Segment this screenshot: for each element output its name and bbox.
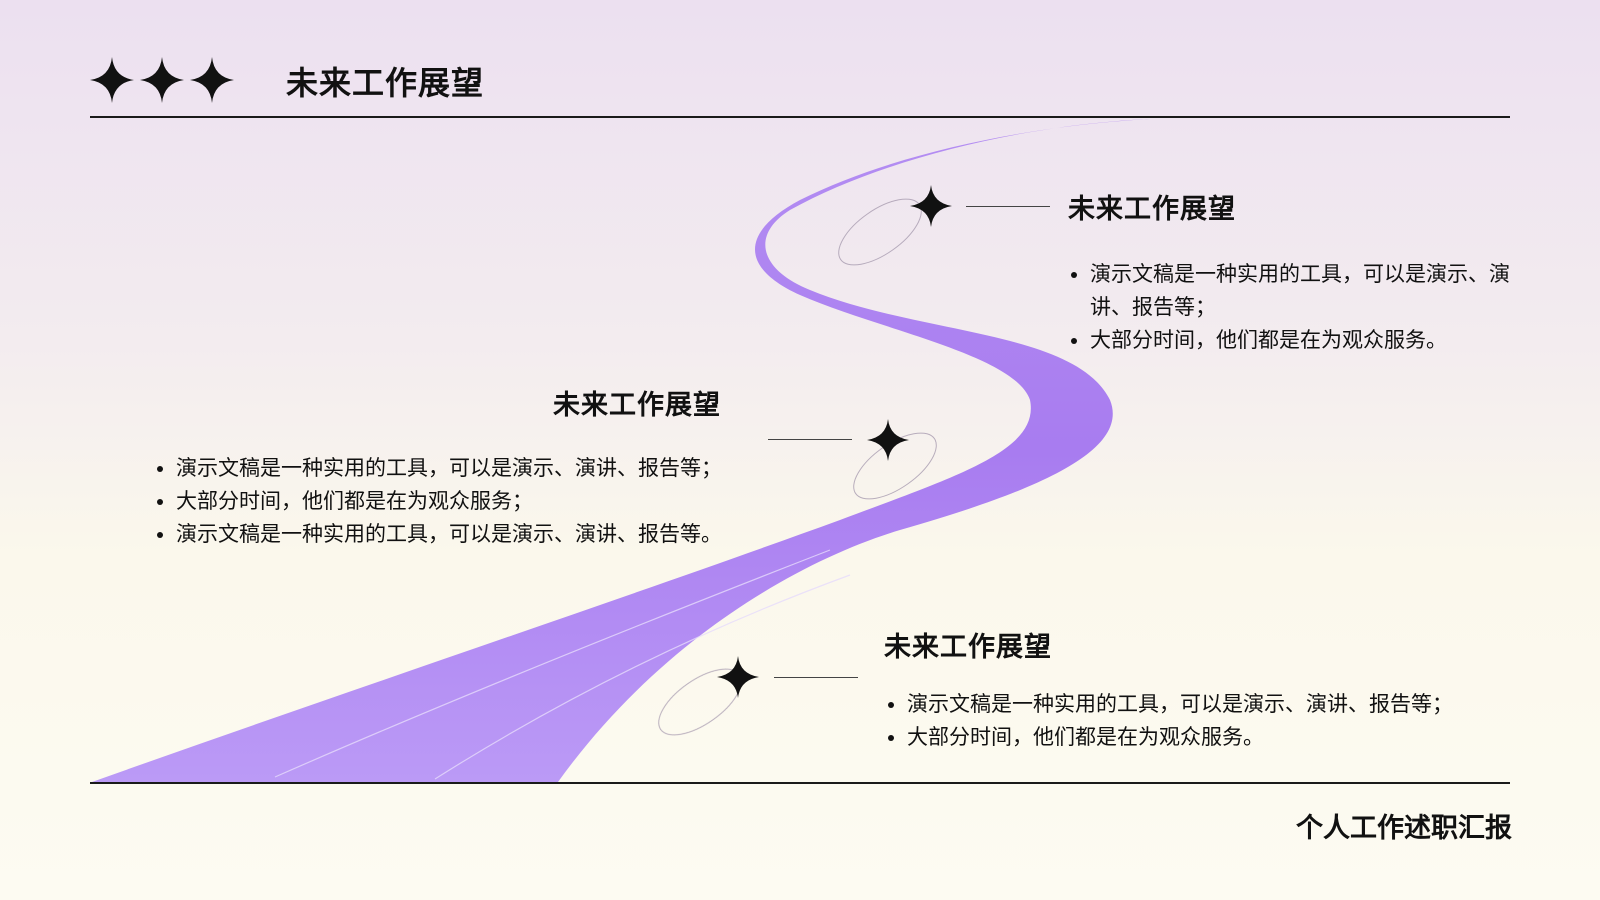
- top-divider: [90, 116, 1510, 118]
- milestone-star-icon-2: [867, 419, 909, 461]
- bottom-divider: [90, 782, 1510, 784]
- road-shape: [92, 119, 1150, 782]
- bullet-item: 大部分时间，他们都是在为观众服务；: [176, 485, 796, 518]
- section-title-1: 未来工作展望: [1068, 194, 1236, 225]
- road-lane-line: [274, 549, 831, 778]
- bullet-item: 演示文稿是一种实用的工具，可以是演示、演讲、报告等；: [176, 452, 796, 485]
- bullet-item: 演示文稿是一种实用的工具，可以是演示、演讲、报告等。: [176, 518, 796, 551]
- orbit-ring-1: [838, 198, 922, 266]
- orbit-ring-2: [853, 432, 937, 500]
- section-bullets-1: 演示文稿是一种实用的工具，可以是演示、演讲、报告等； 大部分时间，他们都是在为观…: [1066, 258, 1510, 357]
- section-title-2: 未来工作展望: [553, 390, 721, 421]
- connector-line-1: [966, 206, 1050, 207]
- milestone-star-icon-1: [910, 185, 952, 227]
- road-lane-line: [434, 574, 851, 780]
- bullet-item: 大部分时间，他们都是在为观众服务。: [1090, 324, 1510, 357]
- section-bullets-2: 演示文稿是一种实用的工具，可以是演示、演讲、报告等； 大部分时间，他们都是在为观…: [152, 452, 796, 551]
- bullet-item: 大部分时间，他们都是在为观众服务。: [907, 721, 1527, 754]
- section-title-3: 未来工作展望: [884, 632, 1052, 663]
- page-title: 未来工作展望: [286, 64, 485, 102]
- connector-line-3: [774, 677, 858, 678]
- connector-line-2: [768, 439, 852, 440]
- footer-report-title: 个人工作述职汇报: [1296, 813, 1512, 843]
- sparkle-stars-icon: [90, 57, 234, 103]
- milestone-star-icon-3: [717, 656, 759, 698]
- section-bullets-3: 演示文稿是一种实用的工具，可以是演示、演讲、报告等； 大部分时间，他们都是在为观…: [883, 688, 1527, 754]
- bullet-item: 演示文稿是一种实用的工具，可以是演示、演讲、报告等；: [1090, 258, 1510, 324]
- bullet-item: 演示文稿是一种实用的工具，可以是演示、演讲、报告等；: [907, 688, 1527, 721]
